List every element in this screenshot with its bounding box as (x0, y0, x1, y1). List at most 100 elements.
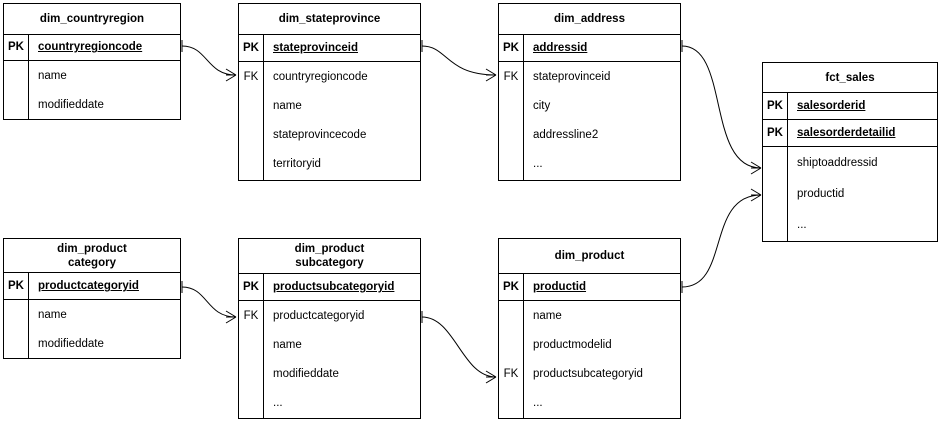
attribute-name: name (38, 69, 67, 82)
attribute-key-column: FK (239, 62, 264, 180)
attribute-name: ... (273, 396, 283, 409)
entity-title: dim_address (499, 4, 680, 35)
attribute-name: productcategoryid (273, 309, 365, 322)
attribute-name-column: productcategoryid name modifieddate ... (264, 301, 420, 418)
attribute-name: addressline2 (533, 128, 599, 141)
attribute-name: modifieddate (38, 337, 104, 350)
key-marker: PK (4, 34, 29, 60)
attribute-group: FK countryregioncode name stateprovincec… (239, 62, 420, 180)
entity-title: dim_product (499, 239, 680, 274)
entity-title-line: dim_product (554, 250, 625, 262)
attribute-name: name (273, 338, 302, 351)
key-marker (499, 120, 523, 149)
key-marker: PK (763, 93, 788, 119)
key-marker (4, 61, 28, 90)
entity-title: dim_product subcategory (239, 239, 420, 274)
attribute-name: productid (533, 281, 587, 293)
attribute-name: stateprovinceid (273, 42, 358, 54)
entity-title-line: dim_stateprovince (278, 13, 381, 25)
attribute-name: modifieddate (38, 98, 104, 111)
entity-title-line: dim_product (294, 243, 365, 255)
entity-dim-product[interactable]: dim_product PK productid FK name product… (498, 238, 681, 419)
key-marker (763, 147, 787, 178)
entity-fct-sales[interactable]: fct_sales PK salesorderid PK salesorderd… (762, 62, 938, 242)
relationship-countryregion-stateprovince (181, 40, 237, 82)
primary-key-row[interactable]: PK productsubcategoryid (239, 274, 420, 301)
entity-title: dim_product category (4, 239, 180, 274)
entity-title-line: dim_countryregion (39, 12, 145, 25)
key-marker (763, 209, 787, 240)
attribute-name: salesorderid (797, 100, 866, 112)
entity-title: dim_stateprovince (239, 4, 420, 35)
attribute-name: addressid (533, 42, 588, 54)
key-marker (499, 149, 523, 178)
key-marker (499, 388, 523, 417)
attribute-name: modifieddate (273, 367, 339, 380)
entity-dim-address[interactable]: dim_address PK addressid FK stateprovinc… (498, 3, 681, 181)
key-marker: PK (499, 274, 524, 300)
primary-key-row[interactable]: PK salesorderid (763, 93, 937, 120)
key-marker (239, 120, 263, 149)
primary-key-row[interactable]: PK salesorderdetailid (763, 120, 937, 147)
key-marker (499, 330, 523, 359)
attribute-group: FK stateprovinceid city addressline2 ... (499, 62, 680, 180)
attribute-key-column: FK (499, 62, 524, 180)
attribute-name: name (273, 99, 302, 112)
relationship-address-fctsales (681, 40, 762, 175)
attribute-key-column (4, 300, 29, 358)
primary-key-row[interactable]: PK productid (499, 274, 680, 301)
primary-key-row[interactable]: PK addressid (499, 35, 680, 62)
key-marker: FK (243, 70, 259, 83)
entity-title-line: fct_sales (825, 71, 875, 84)
attribute-name-column: name modifieddate (29, 61, 180, 119)
attribute-name: productcategoryid (38, 280, 139, 293)
attribute-name: salesorderdetailid (797, 127, 896, 139)
key-marker: PK (239, 35, 264, 61)
key-marker (4, 90, 28, 119)
attribute-name: countryregioncode (38, 41, 143, 54)
key-marker: PK (4, 273, 29, 299)
entity-dim-productcategory[interactable]: dim_product category PK productcategoryi… (3, 238, 181, 359)
key-marker: PK (499, 35, 524, 61)
attribute-name: territoryid (273, 157, 321, 170)
key-marker: FK (503, 70, 519, 83)
attribute-group: name modifieddate (4, 61, 180, 119)
entity-dim-countryregion[interactable]: dim_countryregion PK countryregioncode n… (3, 3, 181, 120)
key-marker (239, 388, 263, 417)
key-marker (499, 91, 523, 120)
key-marker: FK (503, 367, 519, 380)
key-marker (239, 330, 263, 359)
attribute-name: name (533, 309, 562, 322)
attribute-name: stateprovincecode (273, 128, 367, 141)
attribute-group: FK productcategoryid name modifieddate .… (239, 301, 420, 418)
attribute-group: name modifieddate (4, 300, 180, 358)
attribute-group: shiptoaddressid productid ... (763, 147, 937, 241)
attribute-name-column: shiptoaddressid productid ... (788, 147, 937, 241)
attribute-name: ... (797, 218, 807, 231)
attribute-name: productsubcategoryid (273, 281, 395, 293)
primary-key-row[interactable]: PK countryregioncode (4, 34, 180, 61)
key-marker: PK (763, 120, 788, 146)
primary-key-row[interactable]: PK productcategoryid (4, 273, 180, 300)
entity-dim-stateprovince[interactable]: dim_stateprovince PK stateprovinceid FK … (238, 3, 421, 181)
key-marker (239, 91, 263, 120)
attribute-name-column: name productmodelid productsubcategoryid… (524, 301, 680, 418)
key-marker: PK (239, 274, 264, 300)
entity-title: dim_countryregion (4, 4, 180, 35)
attribute-name-column: name modifieddate (29, 300, 180, 358)
key-marker (4, 300, 28, 329)
entity-dim-productsubcategory[interactable]: dim_product subcategory PK productsubcat… (238, 238, 421, 419)
relationship-product-fctsales (681, 188, 762, 293)
attribute-name: productsubcategoryid (533, 367, 643, 380)
key-marker (239, 149, 263, 178)
attribute-name: city (533, 99, 551, 112)
attribute-name-column: stateprovinceid city addressline2 ... (524, 62, 680, 180)
attribute-name: stateprovinceid (533, 70, 611, 83)
primary-key-row[interactable]: PK stateprovinceid (239, 35, 420, 62)
attribute-group: FK name productmodelid productsubcategor… (499, 301, 680, 418)
attribute-name: productmodelid (533, 338, 612, 351)
key-marker (763, 178, 787, 209)
attribute-name: name (38, 308, 67, 321)
attribute-name-column: countryregioncode name stateprovincecode… (264, 62, 420, 180)
